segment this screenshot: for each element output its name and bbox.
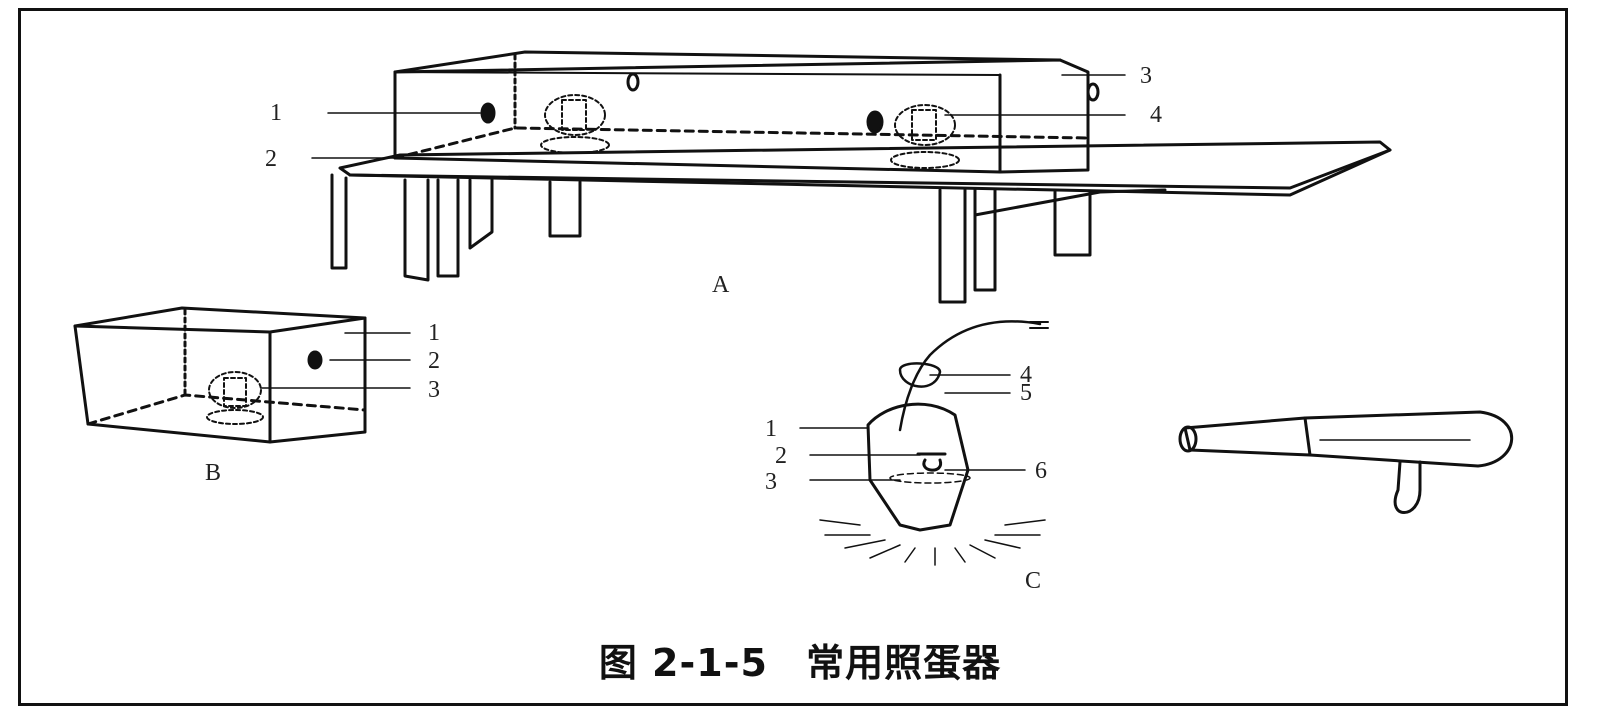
label-c-2: 2: [775, 443, 787, 469]
panel-a-candling-table: [311, 50, 1392, 304]
power-cord: [898, 320, 1042, 432]
hole-icon: [307, 350, 323, 370]
flashlight-candler: [1178, 410, 1514, 514]
panel-letter-b: B: [205, 460, 221, 486]
switch-icon: [898, 362, 942, 388]
plug-icon: [1029, 321, 1049, 329]
table-legs: [330, 173, 1167, 304]
label-a-3: 3: [1140, 63, 1152, 89]
panel-b-box-candler: [73, 306, 411, 444]
label-c-3: 3: [765, 469, 777, 495]
panel-c-labels: 1 2 3 4 5 6 C: [765, 362, 1047, 594]
label-c-5: 5: [1020, 380, 1032, 406]
label-a-1: 1: [270, 100, 282, 126]
label-c-4: 4: [1020, 362, 1032, 388]
panel-a-labels: 1 2 3 4 A: [265, 63, 1162, 298]
light-rays: [819, 519, 1046, 566]
candler-body: [866, 402, 970, 532]
bulb-icon: [540, 94, 610, 154]
panel-b-labels: 1 2 3 B: [205, 320, 440, 486]
table-top: [338, 140, 1392, 190]
label-a-2: 2: [265, 146, 277, 172]
bulb-icon: [890, 104, 960, 169]
figure-frame: [18, 8, 1568, 706]
figure-title: 常用照蛋器: [806, 641, 1002, 685]
label-b-3: 3: [428, 377, 440, 403]
panel-letter-a: A: [712, 272, 730, 298]
figure-caption: 图 2-1-5 常用照蛋器: [0, 632, 1600, 687]
hole-icon: [626, 72, 640, 92]
panel-letter-c: C: [1025, 568, 1041, 594]
bulb-icon: [916, 452, 947, 472]
bulb-icon: [206, 371, 264, 425]
label-a-4: 4: [1150, 102, 1162, 128]
handle: [1393, 460, 1422, 514]
label-c-1: 1: [765, 416, 777, 442]
label-b-1: 1: [428, 320, 440, 346]
box-top-back: [393, 50, 1062, 74]
label-c-6: 6: [1035, 458, 1047, 484]
hole-icon: [480, 102, 496, 124]
label-b-2: 2: [428, 348, 440, 374]
hole-icon: [866, 110, 884, 134]
figure-number: 图 2-1-5: [598, 641, 768, 685]
panel-c-handheld-candler: [799, 320, 1514, 566]
box-outline: [393, 58, 1090, 174]
hidden-floor: [393, 126, 1090, 160]
hole-icon: [1086, 82, 1100, 102]
